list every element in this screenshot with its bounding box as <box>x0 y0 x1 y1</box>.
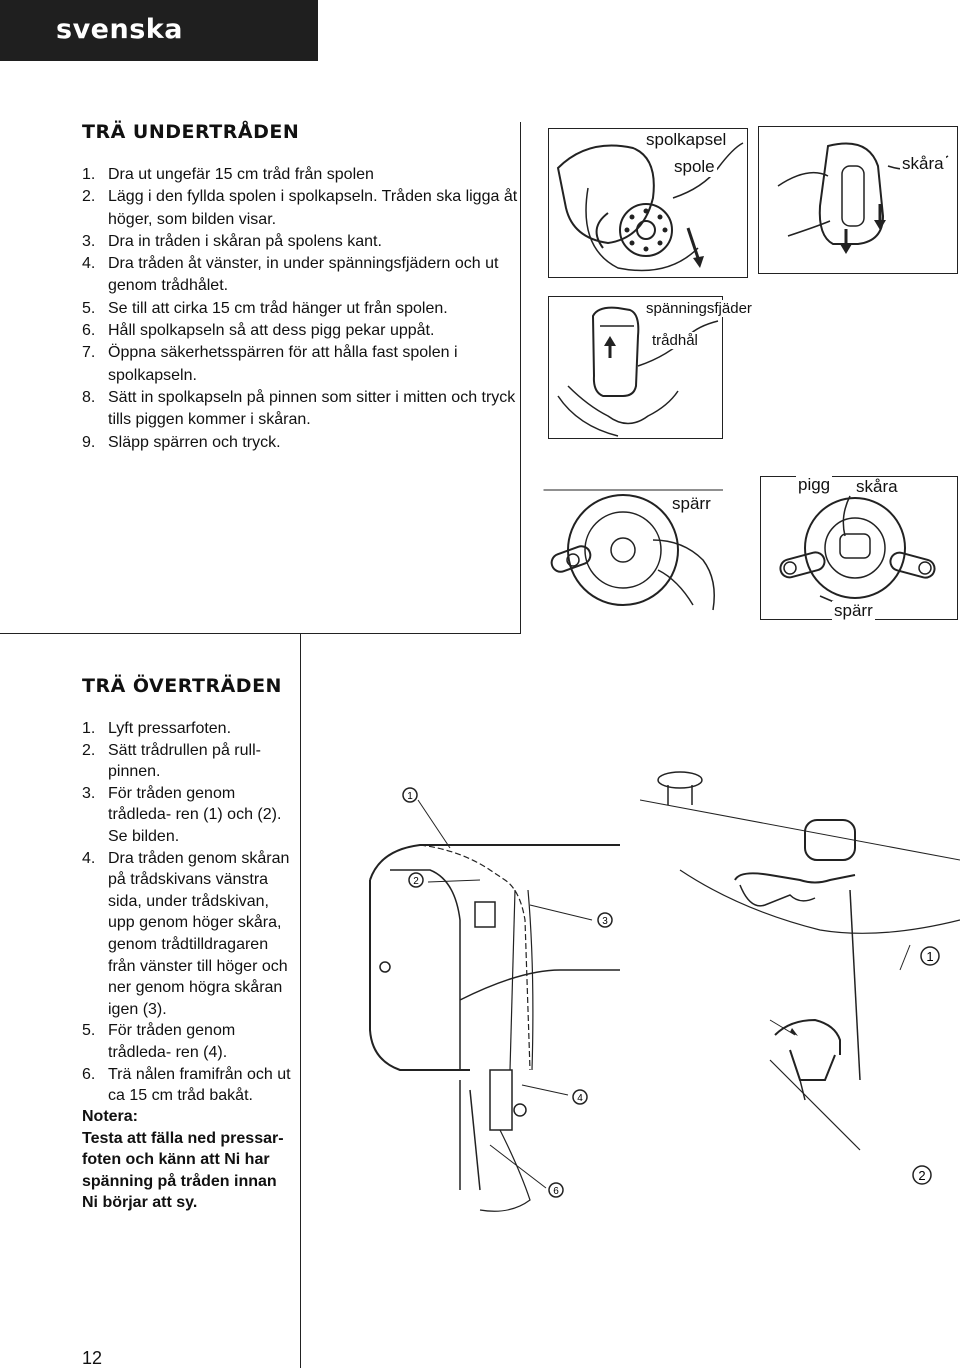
step-text: Se till att cirka 15 cm tråd hänger ut f… <box>108 299 448 317</box>
step-text: Sätt in spolkapseln på pinnen som sitter… <box>108 388 516 429</box>
detail-callout-2: 2 <box>918 1168 925 1183</box>
step-number: 7. <box>82 344 96 362</box>
note-heading: Notera: <box>82 1108 139 1125</box>
callout-1: 1 <box>407 791 413 802</box>
step-text: Öppna säkerhetsspärren för att hålla fas… <box>108 344 458 384</box>
step-number: 2. <box>82 741 96 759</box>
bobbin-case-illustration <box>548 128 748 278</box>
step-number: 5. <box>82 299 96 317</box>
step-text: Släpp spärren och tryck. <box>108 433 281 451</box>
label-skara-bottom: skåra <box>854 477 900 497</box>
step-item: 4. Dra tråden genom skåran på trådskivans… <box>82 848 297 1021</box>
section-title-upper-thread: TRÄ ÖVERTRÄDEN <box>82 675 282 697</box>
step-text: Dra ut ungefär 15 cm tråd från spolen <box>108 166 374 183</box>
label-spolkapsel: spolkapsel <box>644 130 729 150</box>
language-header: svenska <box>0 0 318 61</box>
bobbin-steps-list: 1. Dra ut ungefär 15 cm tråd från spolen 2… <box>82 164 522 454</box>
step-item: 5. För tråden genom trådleda- ren (4). <box>82 1020 297 1063</box>
label-sparr-bottom: spärr <box>832 601 875 621</box>
step-item: 6. Trä nålen framifrån och ut ca 15 cm tr… <box>82 1064 297 1107</box>
step-text: Dra in tråden i skåran på spolens kant. <box>108 232 382 250</box>
step-text: Håll spolkapseln så att dess pigg pekar … <box>108 322 435 340</box>
step-number: 6. <box>82 322 96 340</box>
step-number: 5. <box>82 1022 96 1040</box>
step-number: 3. <box>82 784 96 802</box>
step-item: 7. Öppna säkerhetsspärren för att hålla f… <box>82 342 522 387</box>
step-item: 9. Släpp spärren och tryck. <box>82 432 522 454</box>
step-number: 2. <box>82 188 96 206</box>
step-text: Lyft pressarfoten. <box>108 720 232 737</box>
step-number: 9. <box>82 433 96 451</box>
step-item: 1. Dra ut ungefär 15 cm tråd från spolen <box>82 164 522 186</box>
step-text: För tråden genom trådleda- ren (1) och (… <box>108 784 282 845</box>
step-text: Dra tråden genom skåran på trådskivans v… <box>108 849 290 1018</box>
step-text: Sätt trådrullen på rull- pinnen. <box>108 741 261 781</box>
sewing-machine-threading-illustration: 1 2 3 4 6 <box>369 787 620 1212</box>
language-label: svenska <box>56 14 183 45</box>
step-text: Dra tråden åt vänster, in under spänning… <box>108 255 499 295</box>
callout-6: 6 <box>553 1186 559 1197</box>
step-number: 1. <box>82 166 96 183</box>
page-number: 12 <box>82 1348 103 1368</box>
horizontal-divider <box>0 633 521 634</box>
step-item: 2. Lägg i den fyllda spolen i spolkapseln… <box>82 186 522 231</box>
step-number: 6. <box>82 1065 96 1083</box>
step-item: 1. Lyft pressarfoten. <box>82 718 297 740</box>
callout-4: 4 <box>577 1093 583 1104</box>
bobbin-slot-illustration <box>758 126 958 274</box>
thread-guide-detail-illustration: 1 2 <box>640 771 960 1185</box>
step-item: 6. Håll spolkapseln så att dess pigg peka… <box>82 320 522 342</box>
tension-spring-illustration <box>548 296 723 439</box>
step-number: 3. <box>82 232 96 250</box>
label-sparr-left: spärr <box>670 494 713 514</box>
callout-2: 2 <box>413 876 419 887</box>
step-item: 5. Se till att cirka 15 cm tråd hänger ut… <box>82 298 522 320</box>
pin-slot-illustration <box>760 476 958 620</box>
step-item: 2. Sätt trådrullen på rull- pinnen. <box>82 740 297 783</box>
step-item: 4. Dra tråden åt vänster, in under spänni… <box>82 253 522 298</box>
step-text: Trä nålen framifrån och ut ca 15 cm tråd… <box>108 1065 291 1105</box>
label-tradhal: trådhål <box>650 332 700 349</box>
label-spole: spole <box>672 157 717 177</box>
detail-callout-1: 1 <box>926 949 933 964</box>
step-number: 8. <box>82 388 96 406</box>
column-divider-top <box>520 122 521 634</box>
label-skara-top: skåra <box>900 154 946 174</box>
section-title-bobbin: TRÄ UNDERTRÅDEN <box>82 121 300 143</box>
step-item: 8. Sätt in spolkapseln på pinnen som sitt… <box>82 387 522 432</box>
step-item: 3. För tråden genom trådleda- ren (1) och… <box>82 783 297 848</box>
step-item: 3. Dra in tråden i skåran på spolens kant… <box>82 231 522 253</box>
step-number: 4. <box>82 849 96 867</box>
column-divider-bottom <box>300 633 301 1368</box>
step-text: För tråden genom trådleda- ren (4). <box>108 1022 236 1061</box>
label-pigg: pigg <box>796 475 833 495</box>
note-block: Notera: Testa att fälla ned pressar- fot… <box>82 1106 292 1214</box>
upper-thread-steps-list: 1. Lyft pressarfoten. 2. Sätt trådrullen på… <box>82 718 297 1107</box>
step-text: Lägg i den fyllda spolen i spolkapseln. … <box>108 188 518 228</box>
latch-illustration <box>543 489 723 611</box>
note-text: Testa att fälla ned pressar- foten och k… <box>82 1129 284 1212</box>
step-number: 4. <box>82 255 96 273</box>
callout-3: 3 <box>602 916 608 927</box>
step-number: 1. <box>82 720 96 737</box>
label-spanningsfjader: spänningsfjäder <box>644 300 754 317</box>
